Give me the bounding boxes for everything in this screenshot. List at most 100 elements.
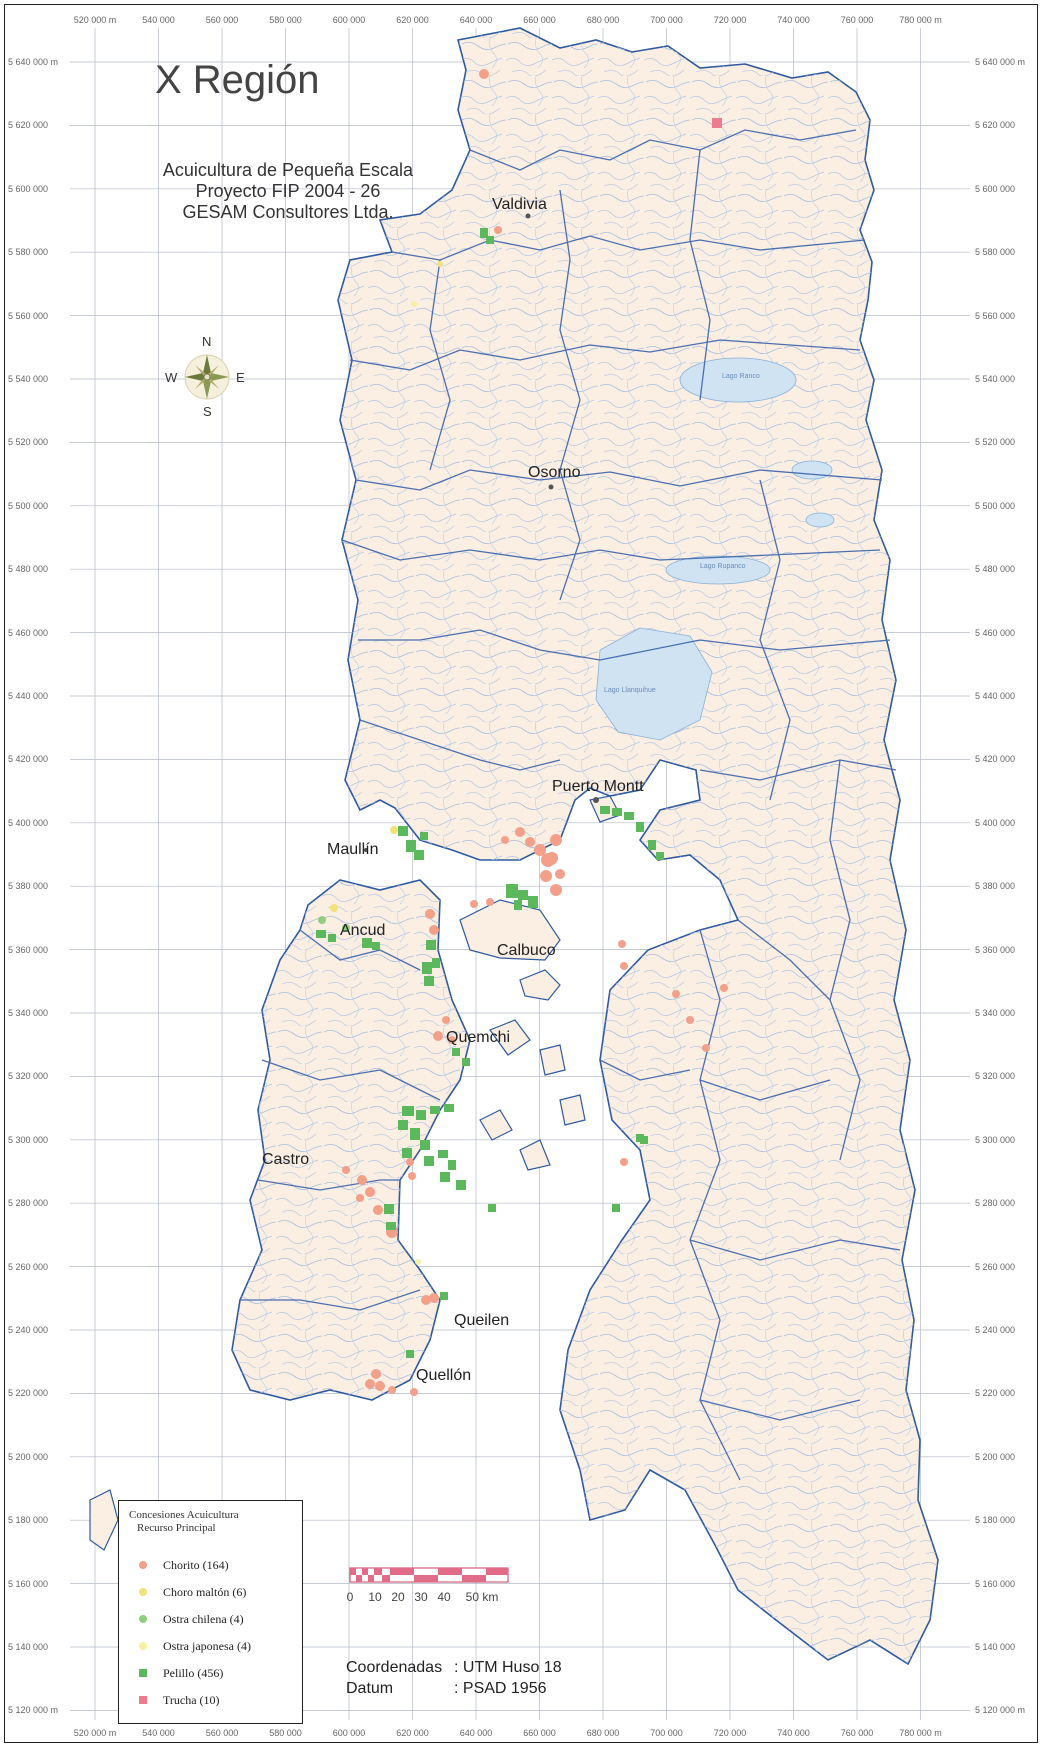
y-tick-label: 5 560 000	[8, 310, 49, 321]
y-tick-label: 5 500 000	[975, 500, 1016, 511]
compass-e-label: E	[236, 370, 245, 385]
x-tick-label: 680 000	[586, 1728, 620, 1738]
y-tick-label: 5 340 000	[8, 1008, 49, 1018]
city-label-valdivia: Valdivia	[492, 196, 547, 213]
y-tick-label: 5 280 000	[975, 1198, 1016, 1209]
trucha-markers	[712, 118, 722, 128]
x-tick-label: 640 000	[459, 1728, 493, 1738]
city-label-castro: Castro	[262, 1151, 310, 1168]
subtitle-line-1: Acuicultura de Pequeña Escala	[162, 160, 414, 180]
y-tick-label: 5 200 000	[8, 1451, 49, 1462]
y-tick-label: 5 480 000	[8, 564, 49, 575]
map-title: X Región	[155, 58, 320, 102]
y-tick-label: 5 220 000	[975, 1388, 1016, 1399]
y-tick-label: 5 640 000 m	[975, 57, 1026, 67]
legend-item: Ostra japonesa (4)	[139, 1637, 251, 1655]
y-tick-label: 5 420 000	[975, 754, 1016, 765]
city-label-quellon: Quellón	[416, 1367, 472, 1384]
coord-line1-value: : UTM Huso 18	[454, 1659, 562, 1676]
legend-symbol	[139, 1669, 147, 1677]
legend-title-line-1: Concesiones Acuicultura	[129, 1509, 239, 1521]
lake-ranco	[679, 357, 797, 403]
y-tick-label: 5 460 000	[8, 627, 49, 638]
y-tick-label: 5 500 000	[8, 500, 49, 511]
x-tick-label: 520 000 m	[73, 15, 117, 25]
x-tick-label: 740 000	[777, 1728, 810, 1738]
subtitle-line-2: Proyecto FIP 2004 - 26	[195, 181, 381, 201]
x-tick-label: 600 000	[332, 1728, 366, 1738]
y-tick-label: 5 200 000	[975, 1451, 1016, 1462]
lakes	[595, 357, 835, 741]
city-label-calbuco: Calbuco	[497, 942, 556, 959]
x-tick-label: 540 000	[142, 15, 175, 25]
concession-markers	[316, 69, 728, 1396]
x-tick-label: 720 000	[713, 15, 747, 25]
y-tick-label: 5 620 000	[975, 120, 1016, 131]
y-tick-label: 5 380 000	[975, 881, 1016, 892]
pelillo-markers	[316, 228, 664, 1358]
y-tick-label: 5 620 000	[8, 120, 49, 131]
legend-symbol	[139, 1588, 147, 1596]
y-tick-label: 5 140 000	[975, 1642, 1016, 1652]
y-tick-label: 5 520 000	[975, 437, 1016, 448]
x-tick-label: 780 000 m	[899, 15, 942, 25]
city-label-queilen: Queilen	[454, 1312, 510, 1329]
y-tick-label: 5 380 000	[8, 881, 49, 892]
scale-label: 20	[391, 1590, 405, 1604]
y-tick-label: 5 440 000	[8, 691, 49, 701]
compass-w-label: W	[165, 370, 178, 385]
y-tick-label: 5 560 000	[975, 310, 1016, 321]
x-tick-label: 600 000	[332, 15, 366, 25]
x-tick-label: 660 000	[523, 15, 556, 25]
scale-label: 10	[368, 1590, 382, 1604]
y-tick-label: 5 580 000	[8, 247, 49, 258]
y-tick-label: 5 180 000	[8, 1515, 49, 1526]
y-tick-label: 5 160 000	[975, 1578, 1016, 1589]
x-tick-label: 560 000	[205, 1728, 239, 1738]
legend-symbol	[139, 1696, 147, 1704]
y-tick-label: 5 320 000	[8, 1071, 49, 1082]
choro-malton-markers	[330, 261, 443, 912]
legend-symbol	[139, 1561, 147, 1569]
x-tick-label: 780 000 m	[899, 1728, 942, 1738]
legend-label: Ostra chilena (4)	[163, 1611, 244, 1626]
city-label-quemchi: Quemchi	[446, 1029, 511, 1046]
compass-rose	[184, 354, 230, 400]
lake-llanquihue	[595, 627, 713, 741]
y-tick-label: 5 340 000	[975, 1008, 1016, 1018]
x-tick-label: 740 000	[777, 15, 810, 25]
y-tick-label: 5 220 000	[8, 1388, 49, 1399]
y-tick-label: 5 240 000	[975, 1325, 1016, 1335]
ostra-japonesa-markers	[411, 301, 421, 1265]
legend-label: Pelillo (456)	[163, 1665, 224, 1680]
lake-label-llanquihue: Lago Llanquihue	[604, 687, 656, 694]
city-label-puerto-montt: Puerto Montt	[552, 778, 644, 795]
x-tick-label: 760 000	[840, 1728, 874, 1738]
y-tick-label: 5 600 000	[8, 183, 49, 194]
scale-label: 0	[346, 1590, 354, 1604]
y-tick-label: 5 360 000	[975, 944, 1016, 955]
legend-label: Choro maltón (6)	[163, 1584, 247, 1599]
legend-item: Trucha (10)	[139, 1691, 220, 1709]
y-tick-label: 5 640 000 m	[8, 57, 59, 67]
y-tick-label: 5 260 000	[8, 1261, 49, 1272]
y-tick-label: 5 520 000	[8, 437, 49, 448]
compass-n-label: N	[202, 334, 212, 349]
legend-label: Chorito (164)	[163, 1557, 229, 1572]
ostra-chilena-markers	[318, 916, 350, 932]
scale-bar	[349, 1567, 509, 1583]
x-tick-label: 620 000	[396, 15, 429, 25]
legend: Concesiones Acuicultura Recurso Principa…	[118, 1500, 303, 1724]
x-tick-label: 540 000	[142, 1728, 175, 1738]
y-tick-label: 5 320 000	[975, 1071, 1016, 1082]
scale-label: 50 km	[465, 1590, 499, 1604]
subtitle-line-3: GESAM Consultores Ltda.	[182, 202, 394, 222]
y-tick-label: 5 440 000	[975, 691, 1016, 701]
x-tick-label: 680 000	[586, 15, 620, 25]
scale-label: 30	[414, 1590, 428, 1604]
coord-line2-value: : PSAD 1956	[454, 1680, 547, 1697]
coord-line1-label: Coordenadas	[346, 1659, 443, 1676]
y-tick-label: 5 540 000	[975, 374, 1016, 384]
y-tick-label: 5 300 000	[975, 1134, 1016, 1145]
